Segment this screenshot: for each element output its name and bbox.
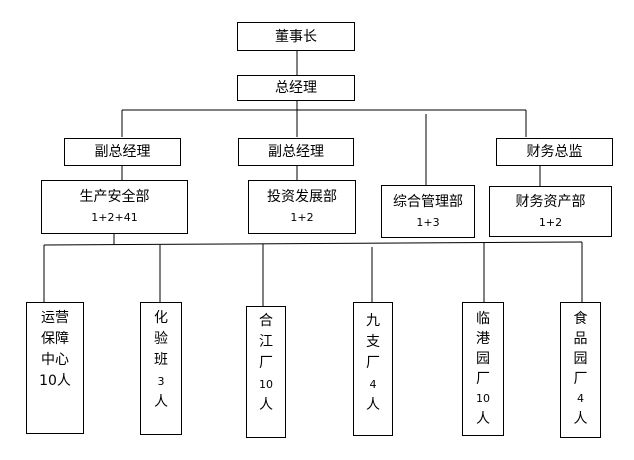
general-admin-dept-name: 综合管理部 bbox=[393, 193, 463, 210]
finance-assets-dept-name: 财务资产部 bbox=[515, 193, 586, 210]
unit-line: 支 bbox=[366, 334, 380, 350]
chairman-label: 董事长 bbox=[275, 28, 317, 45]
unit-line: 合 bbox=[259, 313, 273, 329]
investment-development-dept-name: 投资发展部 bbox=[267, 189, 337, 205]
unit-food-park-plant-box: 食 品 园 厂 4 人 bbox=[560, 302, 601, 438]
unit-line: 班 bbox=[154, 352, 168, 368]
unit-line: 九 bbox=[366, 313, 380, 329]
unit-line: 临 bbox=[476, 311, 490, 327]
unit-line: 保障 bbox=[41, 331, 69, 347]
general-admin-dept-count: 1+3 bbox=[416, 215, 440, 229]
finance-assets-dept-count: 1+2 bbox=[538, 215, 563, 229]
unit-line: 人 bbox=[476, 411, 490, 427]
unit-line: 运营 bbox=[41, 310, 69, 326]
unit-lab-team-box: 化 验 班 3 人 bbox=[140, 302, 182, 435]
unit-line: 3 bbox=[157, 375, 165, 388]
production-safety-dept-box: 生产安全部 1+2+41 bbox=[41, 180, 188, 234]
cfo-box: 财务总监 bbox=[496, 138, 613, 166]
unit-line: 江 bbox=[259, 334, 273, 350]
unit-line: 厂 bbox=[476, 371, 490, 387]
unit-line: 中心 bbox=[41, 352, 69, 368]
vice-general-manager-middle-box: 副总经理 bbox=[238, 138, 354, 166]
vice-general-manager-left-box: 副总经理 bbox=[64, 138, 181, 166]
investment-development-dept-count: 1+2 bbox=[290, 211, 314, 224]
unit-line: 厂 bbox=[366, 355, 380, 371]
general-admin-dept-box: 综合管理部 1+3 bbox=[381, 185, 475, 238]
unit-line: 品 bbox=[573, 331, 588, 347]
unit-line: 人 bbox=[154, 394, 168, 410]
production-safety-dept-name: 生产安全部 bbox=[79, 189, 150, 205]
production-safety-dept-count: 1+2+41 bbox=[91, 211, 138, 224]
unit-line: 园 bbox=[476, 351, 490, 367]
unit-line: 验 bbox=[154, 331, 168, 347]
unit-line: 厂 bbox=[259, 355, 273, 371]
vice-general-manager-middle-label: 副总经理 bbox=[268, 144, 324, 160]
general-manager-box: 总经理 bbox=[237, 75, 355, 101]
unit-line: 厂 bbox=[573, 371, 588, 387]
unit-hejiang-plant-box: 合 江 厂 10 人 bbox=[246, 306, 286, 438]
unit-line: 化 bbox=[154, 310, 168, 326]
cfo-label: 财务总监 bbox=[526, 144, 583, 160]
investment-development-dept-box: 投资发展部 1+2 bbox=[248, 180, 356, 234]
unit-line: 4 bbox=[577, 392, 584, 405]
vice-general-manager-left-label: 副总经理 bbox=[94, 144, 151, 160]
unit-line: 人 bbox=[259, 397, 273, 413]
unit-line: 10 bbox=[476, 392, 490, 405]
unit-line: 园 bbox=[573, 351, 588, 367]
unit-line: 人 bbox=[366, 397, 380, 413]
unit-line: 港 bbox=[476, 331, 490, 347]
unit-line: 人 bbox=[573, 411, 588, 427]
unit-line: 10人 bbox=[39, 373, 71, 389]
unit-operations-support-center-box: 运营 保障 中心 10人 bbox=[26, 302, 84, 434]
chairman-box: 董事长 bbox=[237, 22, 355, 51]
unit-line: 4 bbox=[369, 378, 377, 391]
finance-assets-dept-box: 财务资产部 1+2 bbox=[489, 186, 612, 237]
unit-lingang-park-plant-box: 临 港 园 厂 10 人 bbox=[462, 302, 504, 436]
general-manager-label: 总经理 bbox=[275, 80, 317, 96]
unit-jiuzhi-plant-box: 九 支 厂 4 人 bbox=[353, 302, 393, 436]
unit-line: 食 bbox=[573, 311, 588, 327]
unit-line: 10 bbox=[259, 378, 273, 391]
